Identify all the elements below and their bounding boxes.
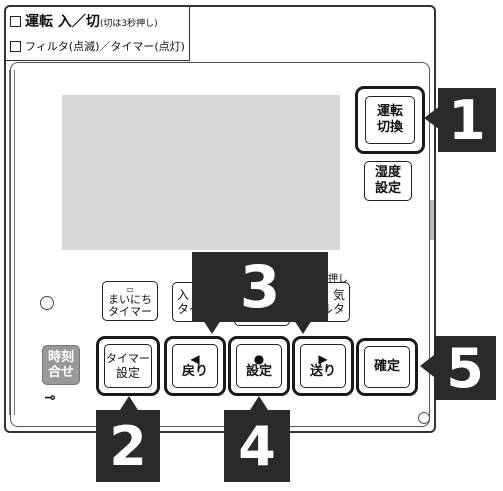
- hinge: [9, 70, 15, 415]
- sensor-icon: [40, 296, 54, 310]
- callout-pointer: [203, 320, 221, 334]
- key-lock-icon: ⊸: [44, 390, 56, 406]
- daily-timer-icon: ▭: [126, 284, 134, 294]
- humidity-label-2: 設定: [374, 181, 401, 196]
- callout-pointer: [294, 320, 312, 334]
- callout-4: 4: [224, 410, 290, 482]
- confirm-button[interactable]: 確定: [364, 346, 410, 388]
- callout-2: 2: [96, 410, 160, 482]
- mode-switch-label-1: 運転: [376, 104, 403, 119]
- humidity-label-1: 湿度: [374, 165, 401, 180]
- filter-top-label: 押し: [328, 274, 348, 285]
- callout-pointer: [424, 106, 440, 130]
- mode-switch-label-2: 切換: [376, 120, 403, 135]
- checkbox-icon: [10, 15, 21, 27]
- timer-set-label-2: 設定: [115, 366, 140, 380]
- callout-pointer: [250, 396, 268, 410]
- instruction-label: [6, 6, 190, 61]
- label-line-filter: フィルタ(点滅)／タイマー(点灯): [10, 38, 185, 54]
- clock-set-button[interactable]: 時刻 合せ: [42, 345, 80, 385]
- callout-3: 3: [192, 252, 328, 322]
- mode-switch-button[interactable]: 運転 切換: [365, 96, 415, 144]
- on-timer-label-1: 入: [177, 288, 190, 302]
- callout-pointer: [120, 396, 138, 410]
- humidity-setting-button[interactable]: 湿度 設定: [364, 161, 412, 201]
- back-arrow-icon: ◀: [190, 352, 200, 366]
- timer-set-label-1: タイマー: [106, 352, 150, 365]
- forward-button[interactable]: ▶ 送り: [300, 344, 346, 388]
- control-panel-face: [10, 62, 430, 427]
- back-button[interactable]: ◀ 戻り: [172, 344, 218, 388]
- callout-pointer: [420, 355, 434, 377]
- callout-5: 5: [434, 336, 496, 400]
- set-button[interactable]: ● 設定: [236, 344, 282, 388]
- power-label-note: (切は3秒押し): [99, 19, 158, 29]
- reset-hole-icon: [418, 412, 430, 424]
- timer-set-button[interactable]: タイマー 設定: [104, 344, 152, 388]
- forward-label: 送り: [309, 364, 336, 379]
- clock-label-1: 時刻: [47, 350, 74, 365]
- power-label-text: 運転 入／切: [25, 14, 100, 30]
- back-label: 戻り: [181, 364, 208, 379]
- callout-number: 2: [109, 414, 147, 478]
- forward-arrow-icon: ▶: [318, 352, 328, 366]
- label-line-power: 運転 入／切(切は3秒押し): [10, 11, 158, 31]
- daily-timer-label-2: タイマー: [108, 304, 152, 318]
- side-slot: [430, 200, 434, 240]
- clock-label-2: 合せ: [47, 365, 74, 380]
- filter-label-1: 気: [332, 288, 345, 302]
- filter-label-text: フィルタ(点滅)／タイマー(点灯): [25, 40, 185, 53]
- set-label: 設定: [245, 364, 272, 379]
- display-screen: [62, 95, 340, 250]
- daily-timer-label-1: まいにち: [108, 292, 152, 306]
- callout-1: 1: [438, 88, 496, 152]
- confirm-label: 確定: [373, 359, 400, 374]
- callout-number: 3: [239, 253, 281, 321]
- checkbox-icon: [10, 40, 21, 52]
- callout-number: 1: [448, 88, 486, 152]
- callout-number: 5: [446, 336, 484, 400]
- callout-number: 4: [238, 414, 276, 478]
- set-dot-icon: ●: [253, 352, 265, 366]
- daily-timer-button[interactable]: ▭ まいにち タイマー: [102, 281, 158, 321]
